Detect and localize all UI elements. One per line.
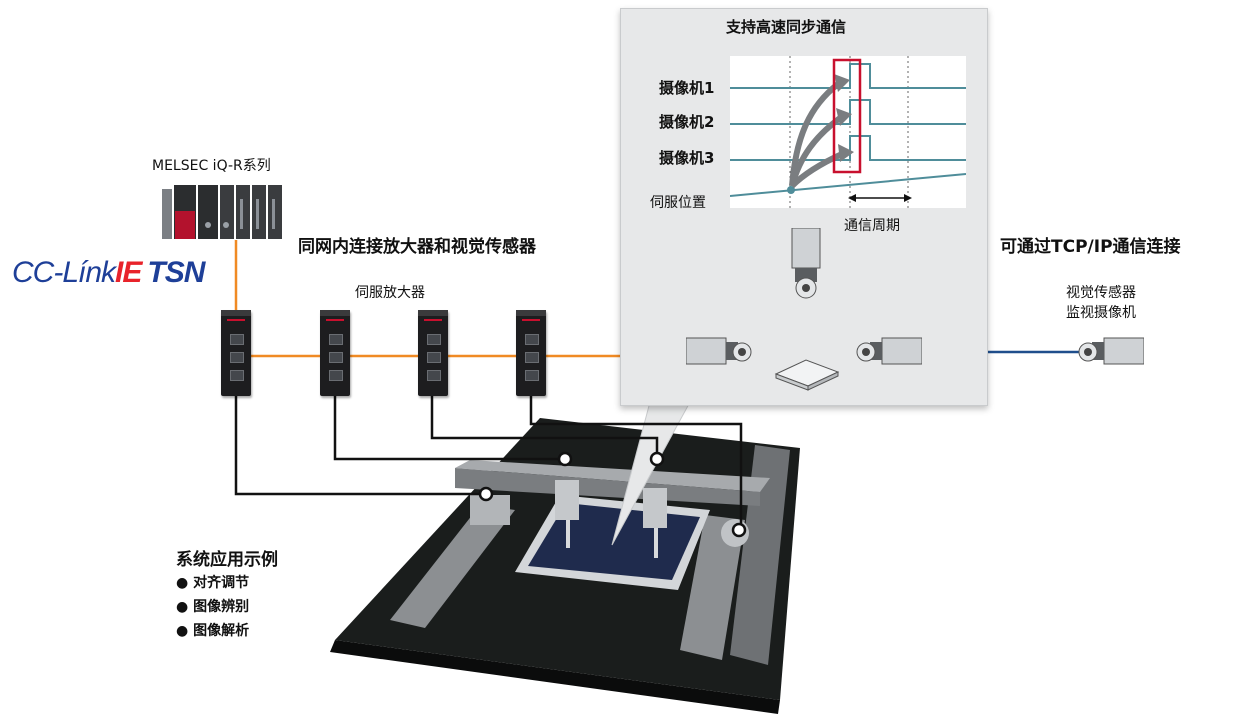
camera-icon-left[interactable] [686, 334, 752, 370]
sync-panel-title: 支持高速同步通信 [726, 18, 847, 36]
tcpip-label: 可通过TCP/IP通信连接 [1000, 237, 1181, 257]
row-label-servo-position: 伺服位置 [650, 195, 706, 211]
timing-chart-graphic [730, 56, 966, 208]
servo-amplifier-4[interactable] [516, 310, 546, 396]
servo-amplifier-1[interactable] [221, 310, 251, 396]
vision-sensor-camera-icon[interactable] [1078, 334, 1144, 370]
period-arrow [848, 194, 912, 202]
example-item-3: ● 图像解析 [176, 623, 250, 639]
monitor-camera-label: 监视摄像机 [1066, 305, 1136, 321]
logo-part-cclink: CC-Línk [12, 256, 116, 289]
camera-icon-top[interactable] [786, 228, 826, 300]
period-label: 通信周期 [844, 218, 900, 234]
example-item-2: ● 图像辨别 [176, 599, 250, 615]
servo-amplifier-3[interactable] [418, 310, 448, 396]
row-label-camera1: 摄像机1 [659, 79, 715, 97]
cable-endpoints [478, 451, 747, 538]
camera-signals [730, 63, 966, 197]
example-item-1: ● 对齐调节 [176, 575, 250, 591]
logo-part-tsn: TSN [147, 256, 205, 289]
servo-amp-label: 伺服放大器 [355, 285, 425, 301]
example-title: 系统应用示例 [176, 550, 278, 570]
workpiece-icon [774, 359, 840, 391]
plc-label: MELSEC iQ-R系列 [152, 158, 271, 174]
vision-sensor-label: 视觉传感器 [1066, 285, 1136, 301]
servo-amplifier-2[interactable] [320, 310, 350, 396]
servo-headline: 同网内连接放大器和视觉传感器 [298, 237, 536, 257]
row-label-camera2: 摄像机2 [659, 113, 715, 131]
sync-highlight-box [832, 58, 862, 174]
logo-part-ie: IE [115, 256, 142, 289]
row-label-camera3: 摄像机3 [659, 149, 715, 167]
plc-unit[interactable] [162, 185, 288, 241]
servo-cables [234, 396, 743, 528]
camera-icon-right[interactable] [856, 334, 922, 370]
